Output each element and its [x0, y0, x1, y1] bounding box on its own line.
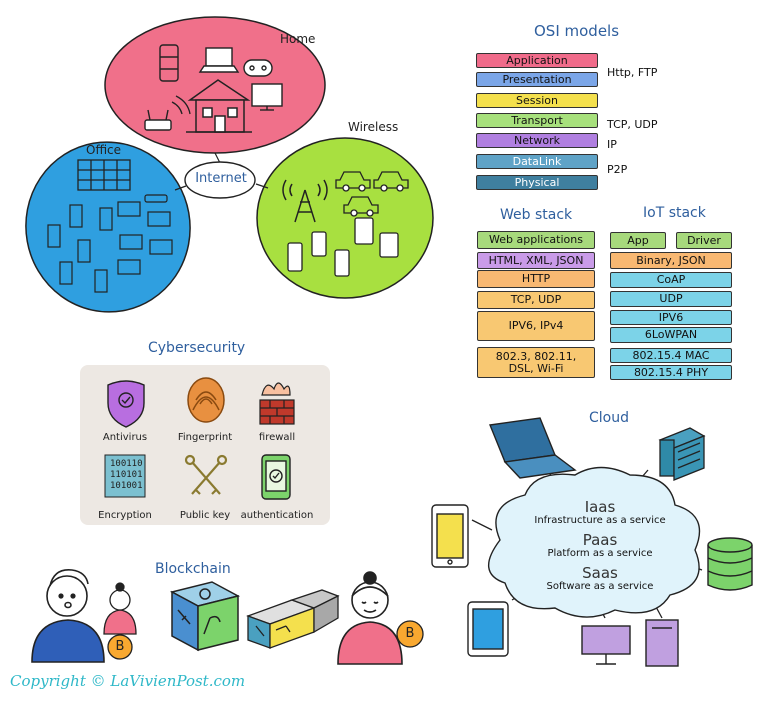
cloud-saas: Saas Software as a service — [546, 564, 654, 593]
office-building-icon — [77, 159, 131, 191]
osi-layer-datalink: DataLink — [476, 154, 598, 169]
person-woman-small-icon — [103, 582, 137, 635]
firewall-label: firewall — [258, 432, 296, 443]
house-icon — [186, 79, 252, 133]
blockchain-chain-icon — [246, 589, 340, 649]
iot-layer-coap: CoAP — [610, 272, 732, 288]
authentication-phone-icon — [261, 454, 291, 500]
firewall-icon — [259, 382, 295, 425]
web-layer-http: HTTP — [477, 270, 595, 288]
osi-note-p2p: P2P — [607, 163, 628, 176]
monitor-icon — [251, 83, 283, 111]
cloud-shape — [488, 466, 701, 618]
blockchain-cube-icon — [169, 581, 241, 652]
authentication-label: authentication — [240, 510, 314, 521]
encryption-binary: 100110 110101 101001 — [110, 459, 143, 491]
iot-layer-phy: 802.15.4 PHY — [610, 365, 732, 380]
iot-layer-udp: UDP — [610, 291, 732, 307]
osi-note-tcp: TCP, UDP — [607, 118, 658, 131]
bitcoin-coin-label: B — [115, 639, 125, 654]
cybersecurity-title: Cybersecurity — [148, 340, 246, 356]
public-key-label: Public key — [179, 510, 231, 521]
encryption-icon — [104, 454, 146, 498]
router-icon — [144, 109, 172, 131]
antivirus-shield-icon — [107, 380, 145, 428]
fingerprint-icon — [187, 377, 225, 423]
office-devices — [47, 194, 173, 293]
iot-layer-driver: Driver — [676, 232, 732, 249]
copyright-text: Copyright © LaVivienPost.com — [10, 672, 246, 690]
osi-note-http: Http, FTP — [607, 66, 658, 79]
bitcoin-coin-right-icon — [396, 620, 424, 648]
web-stack-title: Web stack — [500, 207, 573, 223]
iot-layer-mac: 802.15.4 MAC — [610, 348, 732, 363]
encryption-label: Encryption — [98, 510, 152, 521]
iot-layer-app: App — [610, 232, 666, 249]
iot-stack-title: IoT stack — [643, 205, 706, 221]
cloud-title: Cloud — [589, 410, 629, 426]
web-layer-tcp: TCP, UDP — [477, 291, 595, 309]
cloud-database-icon — [707, 537, 753, 591]
cloud-server-rack-icon — [658, 427, 706, 481]
person-man-icon — [31, 569, 105, 663]
web-layer-ip: IPV6, IPv4 — [477, 311, 595, 341]
wireless-devices — [287, 217, 399, 277]
cloud-desktop-tower-icon — [645, 619, 679, 667]
osi-layer-application: Application — [476, 53, 598, 68]
fingerprint-label: Fingerprint — [177, 432, 233, 443]
home-label: Home — [280, 32, 316, 46]
cloud-tablet-icon — [467, 601, 509, 657]
bitcoin-coin-icon — [107, 634, 133, 660]
bitcoin-coin-right-label: B — [405, 626, 415, 641]
web-layer-applications: Web applications — [477, 231, 595, 249]
person-woman-icon — [337, 571, 403, 665]
cloud-iaas: Iaas Infrastructure as a service — [534, 498, 666, 527]
cloud-monitor-icon — [581, 625, 631, 665]
antivirus-label: Antivirus — [102, 432, 148, 443]
web-layer-physical: 802.3, 802.11, DSL, Wi-Fi — [477, 347, 595, 378]
osi-layer-presentation: Presentation — [476, 72, 598, 87]
cloud-phone-icon — [431, 504, 469, 568]
osi-layer-physical: Physical — [476, 175, 598, 190]
internet-label: Internet — [195, 171, 247, 186]
gamepad-icon — [243, 59, 273, 77]
iot-layer-binary: Binary, JSON — [610, 252, 732, 269]
wireless-label: Wireless — [348, 120, 399, 134]
osi-layer-transport: Transport — [476, 113, 598, 128]
car-icons — [335, 171, 409, 217]
antenna-tower-icon — [282, 179, 328, 223]
iot-layer-6lowpan: 6LoWPAN — [610, 327, 732, 343]
blockchain-title: Blockchain — [155, 561, 231, 577]
web-layer-html: HTML, XML, JSON — [477, 252, 595, 269]
laptop-icon — [198, 47, 240, 73]
cloud-paas: Paas Platform as a service — [547, 531, 653, 560]
osi-layer-session: Session — [476, 93, 598, 108]
osi-note-ip: IP — [607, 138, 617, 151]
iot-layer-ipv6: IPV6 — [610, 310, 732, 325]
office-label: Office — [86, 143, 122, 157]
osi-title: OSI models — [534, 22, 620, 40]
osi-layer-network: Network — [476, 133, 598, 148]
server-icon — [159, 44, 179, 82]
cloud-laptop-icon — [489, 417, 577, 479]
public-key-icon — [184, 454, 228, 495]
wifi-waves-icon — [171, 95, 191, 115]
internet-node — [184, 161, 256, 199]
